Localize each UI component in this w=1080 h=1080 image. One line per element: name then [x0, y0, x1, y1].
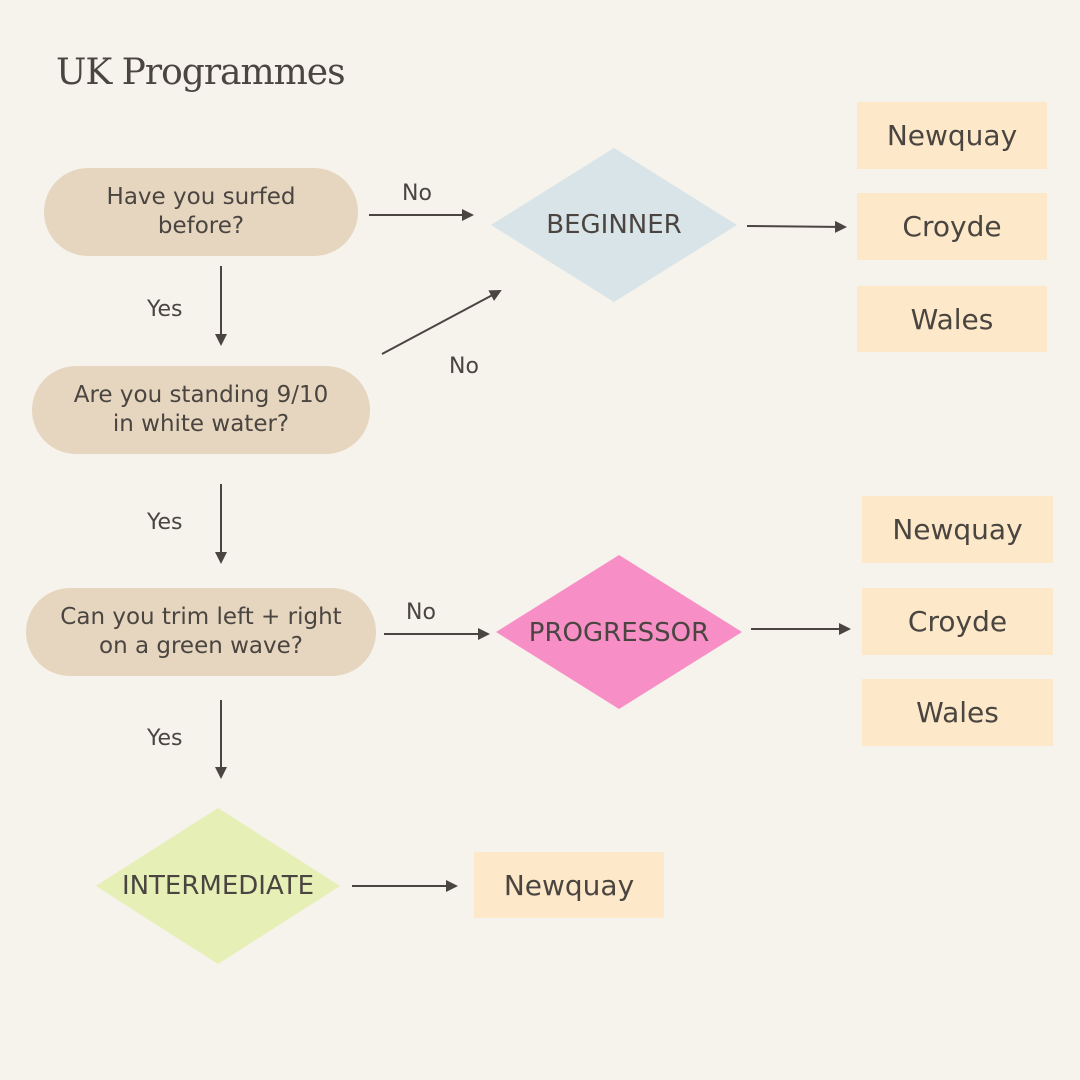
intermediate-diamond: [96, 808, 340, 964]
arrow-q2-no: [381, 290, 502, 355]
progressor-location-wales: Wales: [862, 679, 1053, 746]
edge-label-q2-yes: Yes: [147, 510, 183, 535]
page-title: UK Programmes: [56, 52, 346, 93]
progressor-label: PROGRESSOR: [528, 618, 710, 648]
question-surfed-before-text: Have you surfed before?: [106, 184, 296, 239]
question-trim-green-wave: Can you trim left + right on a green wav…: [26, 588, 376, 676]
progressor-location-croyde: Croyde: [862, 588, 1053, 655]
arrow-beginner-locations: [746, 220, 847, 233]
beginner-diamond: [491, 148, 737, 302]
edge-label-q1-no: No: [402, 181, 432, 206]
beginner-location-wales: Wales: [857, 286, 1047, 352]
question-standing-white-water: Are you standing 9/10 in white water?: [32, 366, 370, 454]
intermediate-label: INTERMEDIATE: [121, 871, 315, 901]
question-trim-green-wave-text: Can you trim left + right on a green wav…: [60, 604, 342, 659]
beginner-label: BEGINNER: [546, 210, 682, 240]
intermediate-location-newquay: Newquay: [474, 852, 664, 918]
beginner-location-croyde: Croyde: [857, 193, 1047, 260]
edge-label-q2-no: No: [449, 354, 479, 379]
question-surfed-before: Have you surfed before?: [44, 168, 358, 256]
beginner-location-newquay: Newquay: [857, 102, 1047, 169]
progressor-location-newquay: Newquay: [862, 496, 1053, 563]
edge-label-q1-yes: Yes: [147, 297, 183, 322]
edge-label-q3-no: No: [406, 600, 436, 625]
progressor-diamond: [496, 555, 742, 709]
question-standing-white-water-text: Are you standing 9/10 in white water?: [73, 382, 329, 437]
edge-label-q3-yes: Yes: [147, 726, 183, 751]
